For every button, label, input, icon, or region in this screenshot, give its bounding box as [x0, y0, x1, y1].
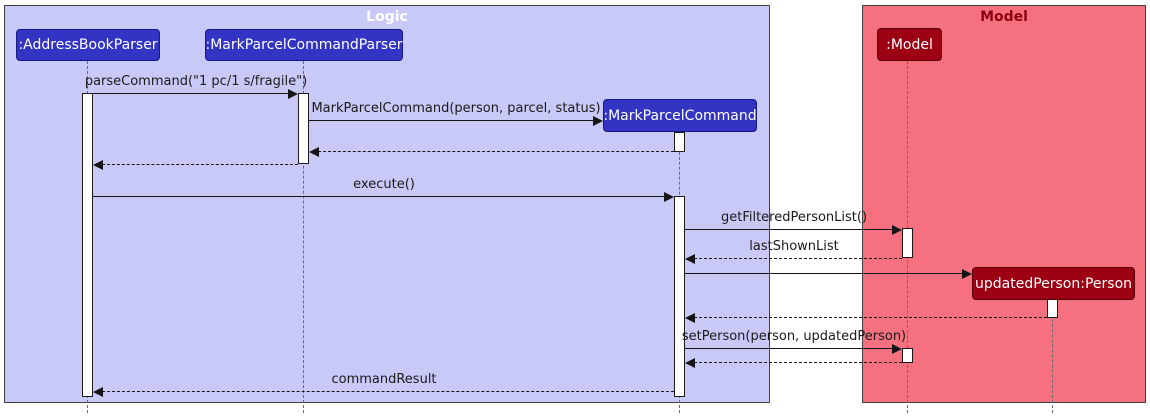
message-return-line [694, 362, 902, 363]
message-return-line [694, 317, 1047, 318]
message-execute-label: execute() [353, 177, 415, 192]
activation-model-get-filtered [902, 228, 913, 258]
activation-mark-parcel-command-execute [674, 196, 685, 397]
message-last-shown-list-line [694, 258, 902, 259]
arrowhead-right-icon [288, 89, 298, 99]
arrowhead-right-icon [962, 269, 972, 279]
arrowhead-left-icon [93, 160, 103, 170]
arrowhead-left-icon [93, 387, 103, 397]
participant-model-label: :Model [886, 36, 933, 53]
model-frame-title: Model [980, 9, 1028, 25]
participant-address-book-parser-label: :AddressBookParser [18, 37, 158, 53]
message-last-shown-list-label: lastShownList [749, 239, 839, 254]
message-return-line [102, 164, 298, 165]
logic-frame: Logic [4, 5, 770, 403]
message-get-filtered-line [685, 229, 893, 230]
lifeline-mark-parcel-command-parser [303, 61, 304, 413]
arrowhead-left-icon [309, 147, 319, 157]
participant-address-book-parser: :AddressBookParser [16, 29, 160, 61]
message-set-person-line [685, 348, 893, 349]
participant-mark-parcel-command-parser-label: :MarkParcelCommandParser [205, 37, 403, 53]
arrowhead-left-icon [685, 358, 695, 368]
arrowhead-left-icon [685, 254, 695, 264]
message-parse-command-line [93, 93, 289, 94]
message-ctor-line [309, 120, 594, 121]
lifeline-updated-person [1052, 299, 1053, 413]
activation-address-book-parser [82, 93, 93, 397]
message-command-result-line [102, 391, 674, 392]
message-get-filtered-label: getFilteredPersonList() [720, 210, 868, 225]
message-ctor-label: MarkParcelCommand(person, parcel, status… [311, 101, 601, 116]
activation-mark-parcel-command-parser [298, 93, 309, 164]
message-create-line [685, 273, 963, 274]
message-execute-line [93, 196, 665, 197]
arrowhead-right-icon [892, 344, 902, 354]
arrowhead-right-icon [593, 116, 603, 126]
logic-frame-title: Logic [366, 9, 408, 25]
participant-updated-person-label: updatedPerson:Person [974, 275, 1133, 292]
participant-model: :Model [877, 28, 942, 61]
activation-model-set-person [902, 348, 913, 363]
participant-mark-parcel-command-label: :MarkParcelCommand [603, 107, 757, 124]
message-return-line [318, 151, 674, 152]
participant-mark-parcel-command-parser: :MarkParcelCommandParser [205, 29, 403, 61]
message-command-result-label: commandResult [331, 372, 437, 387]
arrowhead-left-icon [685, 313, 695, 323]
message-parse-command-label: parseCommand("1 pc/1 s/fragile") [84, 74, 308, 89]
arrowhead-right-icon [664, 192, 674, 202]
arrowhead-right-icon [892, 225, 902, 235]
activation-updated-person [1047, 299, 1058, 318]
model-frame: Model [862, 5, 1146, 403]
participant-updated-person: updatedPerson:Person [972, 267, 1135, 300]
participant-mark-parcel-command: :MarkParcelCommand [603, 99, 757, 132]
message-set-person-label: setPerson(person, updatedPerson) [681, 329, 907, 344]
activation-mark-parcel-command-create [674, 132, 685, 152]
